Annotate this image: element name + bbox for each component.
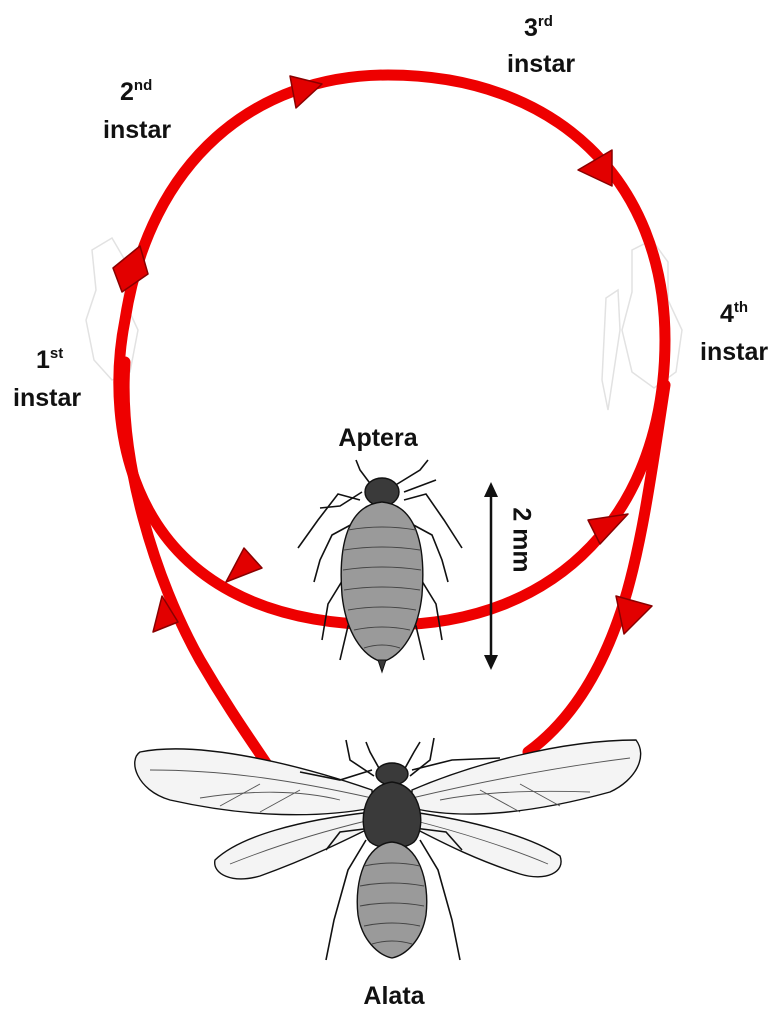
instar-3-word: instar bbox=[507, 50, 575, 78]
arrow-aptera-to-1st bbox=[226, 548, 262, 582]
instar-1-word: instar bbox=[13, 384, 81, 412]
instar-1-suffix: st bbox=[50, 345, 63, 362]
svg-text:2nd: 2nd bbox=[120, 77, 152, 106]
faint-nymph-right-2 bbox=[602, 290, 620, 410]
instar-4-number: 4 bbox=[720, 300, 734, 328]
svg-text:3rd: 3rd bbox=[524, 13, 553, 42]
arrow-alata-right-down bbox=[616, 596, 652, 634]
scale-bar: 2 mm bbox=[484, 482, 535, 670]
arrow-1st-to-2nd bbox=[113, 246, 148, 292]
alata-label: Alata bbox=[363, 982, 425, 1010]
aptera-label: Aptera bbox=[338, 424, 418, 452]
instar-3-suffix: rd bbox=[538, 13, 553, 30]
instar-2-number: 2 bbox=[120, 78, 134, 106]
instar-1-number: 1 bbox=[36, 346, 50, 374]
instar-4-suffix: th bbox=[734, 299, 748, 316]
faint-nymph-outlines bbox=[86, 238, 682, 410]
label-instar-4: 4th instar bbox=[700, 299, 768, 366]
alate-branch-right bbox=[528, 385, 665, 752]
scale-bar-label: 2 mm bbox=[507, 507, 535, 572]
svg-text:4th: 4th bbox=[720, 299, 748, 328]
alata-illustration bbox=[135, 738, 641, 960]
label-instar-1: 1st instar bbox=[13, 345, 81, 412]
label-instar-3: 3rd instar bbox=[507, 13, 575, 78]
instar-3-number: 3 bbox=[524, 14, 538, 42]
instar-4-word: instar bbox=[700, 338, 768, 366]
label-instar-2: 2nd instar bbox=[103, 77, 171, 144]
instar-2-word: instar bbox=[103, 116, 171, 144]
aptera-illustration bbox=[298, 460, 462, 672]
svg-text:1st: 1st bbox=[36, 345, 63, 374]
instar-2-suffix: nd bbox=[134, 77, 152, 94]
